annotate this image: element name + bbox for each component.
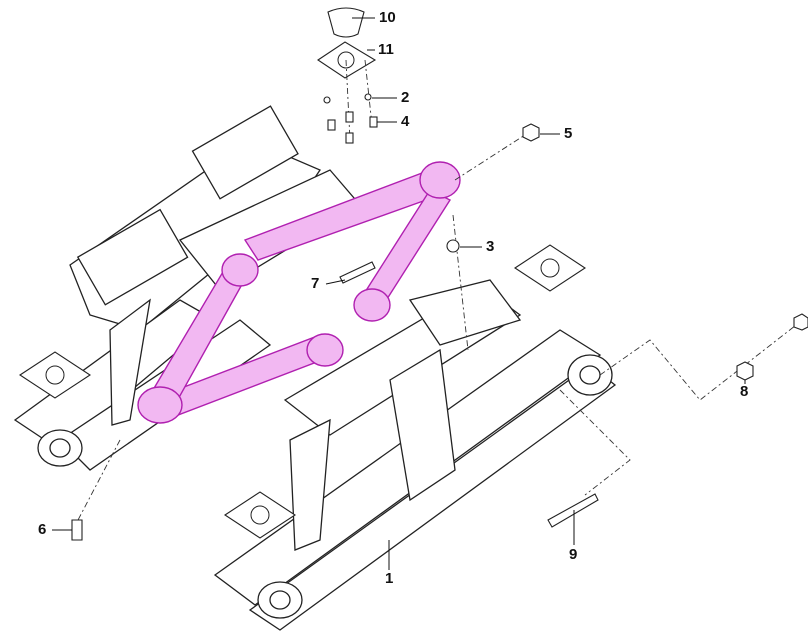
callout-4: 4 (401, 113, 410, 130)
callout-9: 9 (569, 546, 578, 563)
callout-5: 5 (564, 125, 573, 142)
fasteners (71, 93, 808, 541)
callout-8: 8 (740, 383, 749, 400)
callout-6: 6 (38, 521, 47, 538)
nut-part-8a (793, 313, 808, 331)
front-axle-frame (213, 279, 617, 631)
bolt-part-7 (339, 261, 376, 284)
callout-11: 11 (378, 41, 394, 58)
washer-part-3 (446, 239, 460, 253)
bolt-part-6 (71, 519, 83, 541)
callout-1: 1 (385, 570, 394, 587)
control-arms-highlighted (137, 161, 461, 424)
nut-part-5 (522, 123, 540, 142)
callout-2: 2 (401, 89, 410, 106)
callout-10: 10 (379, 9, 396, 26)
leader-lines (52, 17, 746, 570)
mount-plates (18, 7, 587, 539)
callout-3: 3 (486, 238, 495, 255)
assembly-centerlines (77, 59, 801, 521)
callout-7: 7 (311, 275, 320, 292)
bolt-part-9 (547, 493, 599, 528)
nut-part-8b (736, 361, 754, 381)
bushing-cap-part (327, 7, 365, 38)
